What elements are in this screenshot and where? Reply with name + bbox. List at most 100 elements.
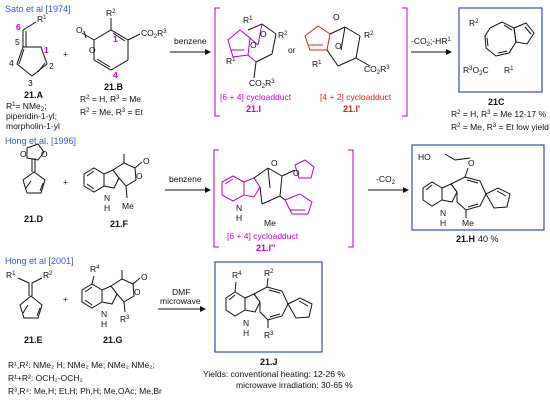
fulvene-label: 21.A: [24, 90, 44, 100]
adduct-21I-prime-structure: [304, 25, 371, 67]
arrow5-condition: microwave: [160, 296, 201, 306]
pyrone-r2: R2: [106, 8, 116, 18]
hong1996-reference: Hong et al. [1996]: [5, 136, 76, 146]
arrow5-solvent: DMF: [172, 287, 190, 297]
plus-sign-3: +: [63, 294, 68, 304]
product-21H-nh: N: [440, 208, 446, 218]
reagent-21F-label: 21.F: [110, 219, 129, 229]
21F-h: H: [104, 203, 110, 213]
adduct-21Ipp-o: O: [271, 158, 278, 168]
or-text: or: [288, 45, 296, 55]
product-21J-label: 21.J: [260, 357, 278, 367]
intermediate-bracket-1: [214, 7, 408, 117]
plus-sign-2: +: [63, 177, 68, 187]
reaction-arrow-5-head: [200, 306, 206, 312]
pyrone-21B-structure: [81, 18, 141, 71]
adduct-21I-r1: R1: [243, 15, 253, 25]
21G-ring-o: O: [134, 287, 141, 297]
adduct-21Ipp-h: H: [236, 213, 242, 223]
product-21H-o: O: [468, 158, 475, 168]
product-21J-r2: R2: [264, 268, 274, 278]
reagent-21F-structure: [83, 154, 143, 199]
adduct-21Ipp-caption: [6 + 4] cycloadduct: [227, 231, 299, 241]
adduct-21I-o: O: [250, 40, 257, 50]
product-21J-nh: N: [243, 318, 249, 328]
product-21J-structure: [225, 277, 313, 328]
reagent-21D-structure: [22, 143, 46, 194]
reagent-21D-label: 21.D: [24, 214, 44, 224]
pyrone-pos-1: 1: [113, 34, 118, 44]
pyrone-ring-o: O: [89, 45, 96, 55]
21F-ring-o: O: [136, 171, 143, 181]
21F-carbonyl-o: O: [143, 156, 150, 166]
fulvene-pos-5: 5: [15, 37, 20, 47]
product-21C-yield-1: R2 = H, R3 = Me 12-17 %: [451, 109, 546, 119]
fulvene-r1-options-3: morpholin-1-yl: [6, 121, 60, 131]
product-21H-structure: [422, 153, 511, 218]
adduct-21Ipp-nh: N: [236, 203, 242, 213]
pyrone-label: 21.B: [104, 82, 124, 92]
adduct-21Ip-o2: O: [335, 41, 342, 51]
21G-carbonyl-o: O: [141, 272, 148, 282]
product-21C-yield-2: R2 = Me, R3 = Et low yield: [451, 122, 549, 132]
reagent-21G-label: 21.G: [103, 335, 123, 345]
21D-o2: O: [41, 149, 48, 159]
adduct-21Ip-r2: R2: [364, 30, 374, 40]
adduct-21I-double-prime-structure: [221, 159, 315, 215]
fulvene-r1-options-1: R1= NMe2;: [6, 101, 46, 113]
reagent-21E-structure: [17, 277, 43, 319]
product-21H-h: H: [440, 218, 446, 228]
adduct-21I-r1b: R1: [226, 56, 236, 66]
adduct-21Ipp-label: 21.I'': [256, 243, 275, 253]
product-21C-label: 21C: [488, 97, 505, 107]
21G-r3: R3: [120, 314, 130, 324]
yields-line-1: Yields: conventional heating: 12-26 %: [203, 369, 345, 379]
adduct-21Ipp-me: Me: [264, 218, 276, 228]
21D-o1: O: [20, 149, 27, 159]
pyrone-carbonyl-o: O: [76, 25, 83, 35]
21G-h: H: [101, 319, 107, 329]
arrow4-elimination: -CO2: [376, 174, 396, 186]
arrow3-solvent: benzene: [169, 174, 202, 184]
adduct-21Ip-caption: [4 + 2] cycloadduct: [320, 92, 392, 102]
intermediate-bracket-2: [213, 149, 354, 248]
product-21C-box: [458, 7, 543, 93]
adduct-21Ip-o: O: [333, 12, 340, 22]
pyrone-options-1: R2 = H, R3 = Me: [80, 94, 141, 104]
hong2001-reference: Hong et al [2001]: [5, 256, 74, 266]
product-21J-box: [214, 261, 323, 353]
fulvene-r1: R1: [37, 14, 47, 24]
product-21C-r1: R1: [504, 65, 514, 75]
adduct-21I-label: 21.I: [246, 104, 261, 114]
substituent-line-2: R¹+R²: OCH₂-OCH₂: [8, 373, 83, 383]
adduct-21Ip-r1: R1: [312, 59, 322, 69]
sato-reference: Sato et al [1974]: [5, 4, 71, 14]
reaction-arrow-2-head: [446, 49, 452, 55]
fulvene-r1-options-2: piperidin-1-yl;: [6, 111, 57, 121]
21G-r4: R4: [90, 264, 100, 274]
adduct-21Ipp-o2: O: [293, 168, 300, 178]
adduct-21I-structure: [227, 23, 277, 79]
product-21C-ester: R3O2C: [463, 65, 489, 77]
reagent-21E-label: 21.E: [24, 335, 43, 345]
product-21J-r3: R3: [264, 330, 274, 340]
pyrone-ester: CO2R3: [141, 28, 167, 40]
21E-r2: R2: [43, 270, 53, 280]
fulvene-pos-3: 3: [28, 78, 33, 88]
substituent-line-1: R¹,R²: NMe₂ H; NMe₂ Me; NMe₂ NMe₂;: [8, 360, 155, 370]
fulvene-21A-structure: [16, 21, 48, 77]
adduct-21Ip-ester: CO2R3: [364, 64, 390, 76]
arrow1-solvent: benzene: [174, 36, 207, 46]
reaction-arrow-3-head: [205, 187, 211, 193]
substituent-line-3: R³,R⁴: Me,H; Et,H; Ph,H; Me,OAc; Me,Br: [8, 386, 162, 396]
product-21J-r4: R4: [232, 270, 242, 280]
adduct-21I-caption: [6 + 4] cycloadduct: [220, 92, 292, 102]
yields-line-2: microwave irradiation: 30-65 %: [236, 380, 353, 390]
product-21C-r2: R2: [469, 18, 479, 28]
product-21H-me: Me: [462, 218, 474, 228]
21G-nh: N: [101, 309, 107, 319]
azulene-21C-structure: [484, 21, 535, 57]
pyrone-pos-4: 4: [113, 70, 118, 80]
